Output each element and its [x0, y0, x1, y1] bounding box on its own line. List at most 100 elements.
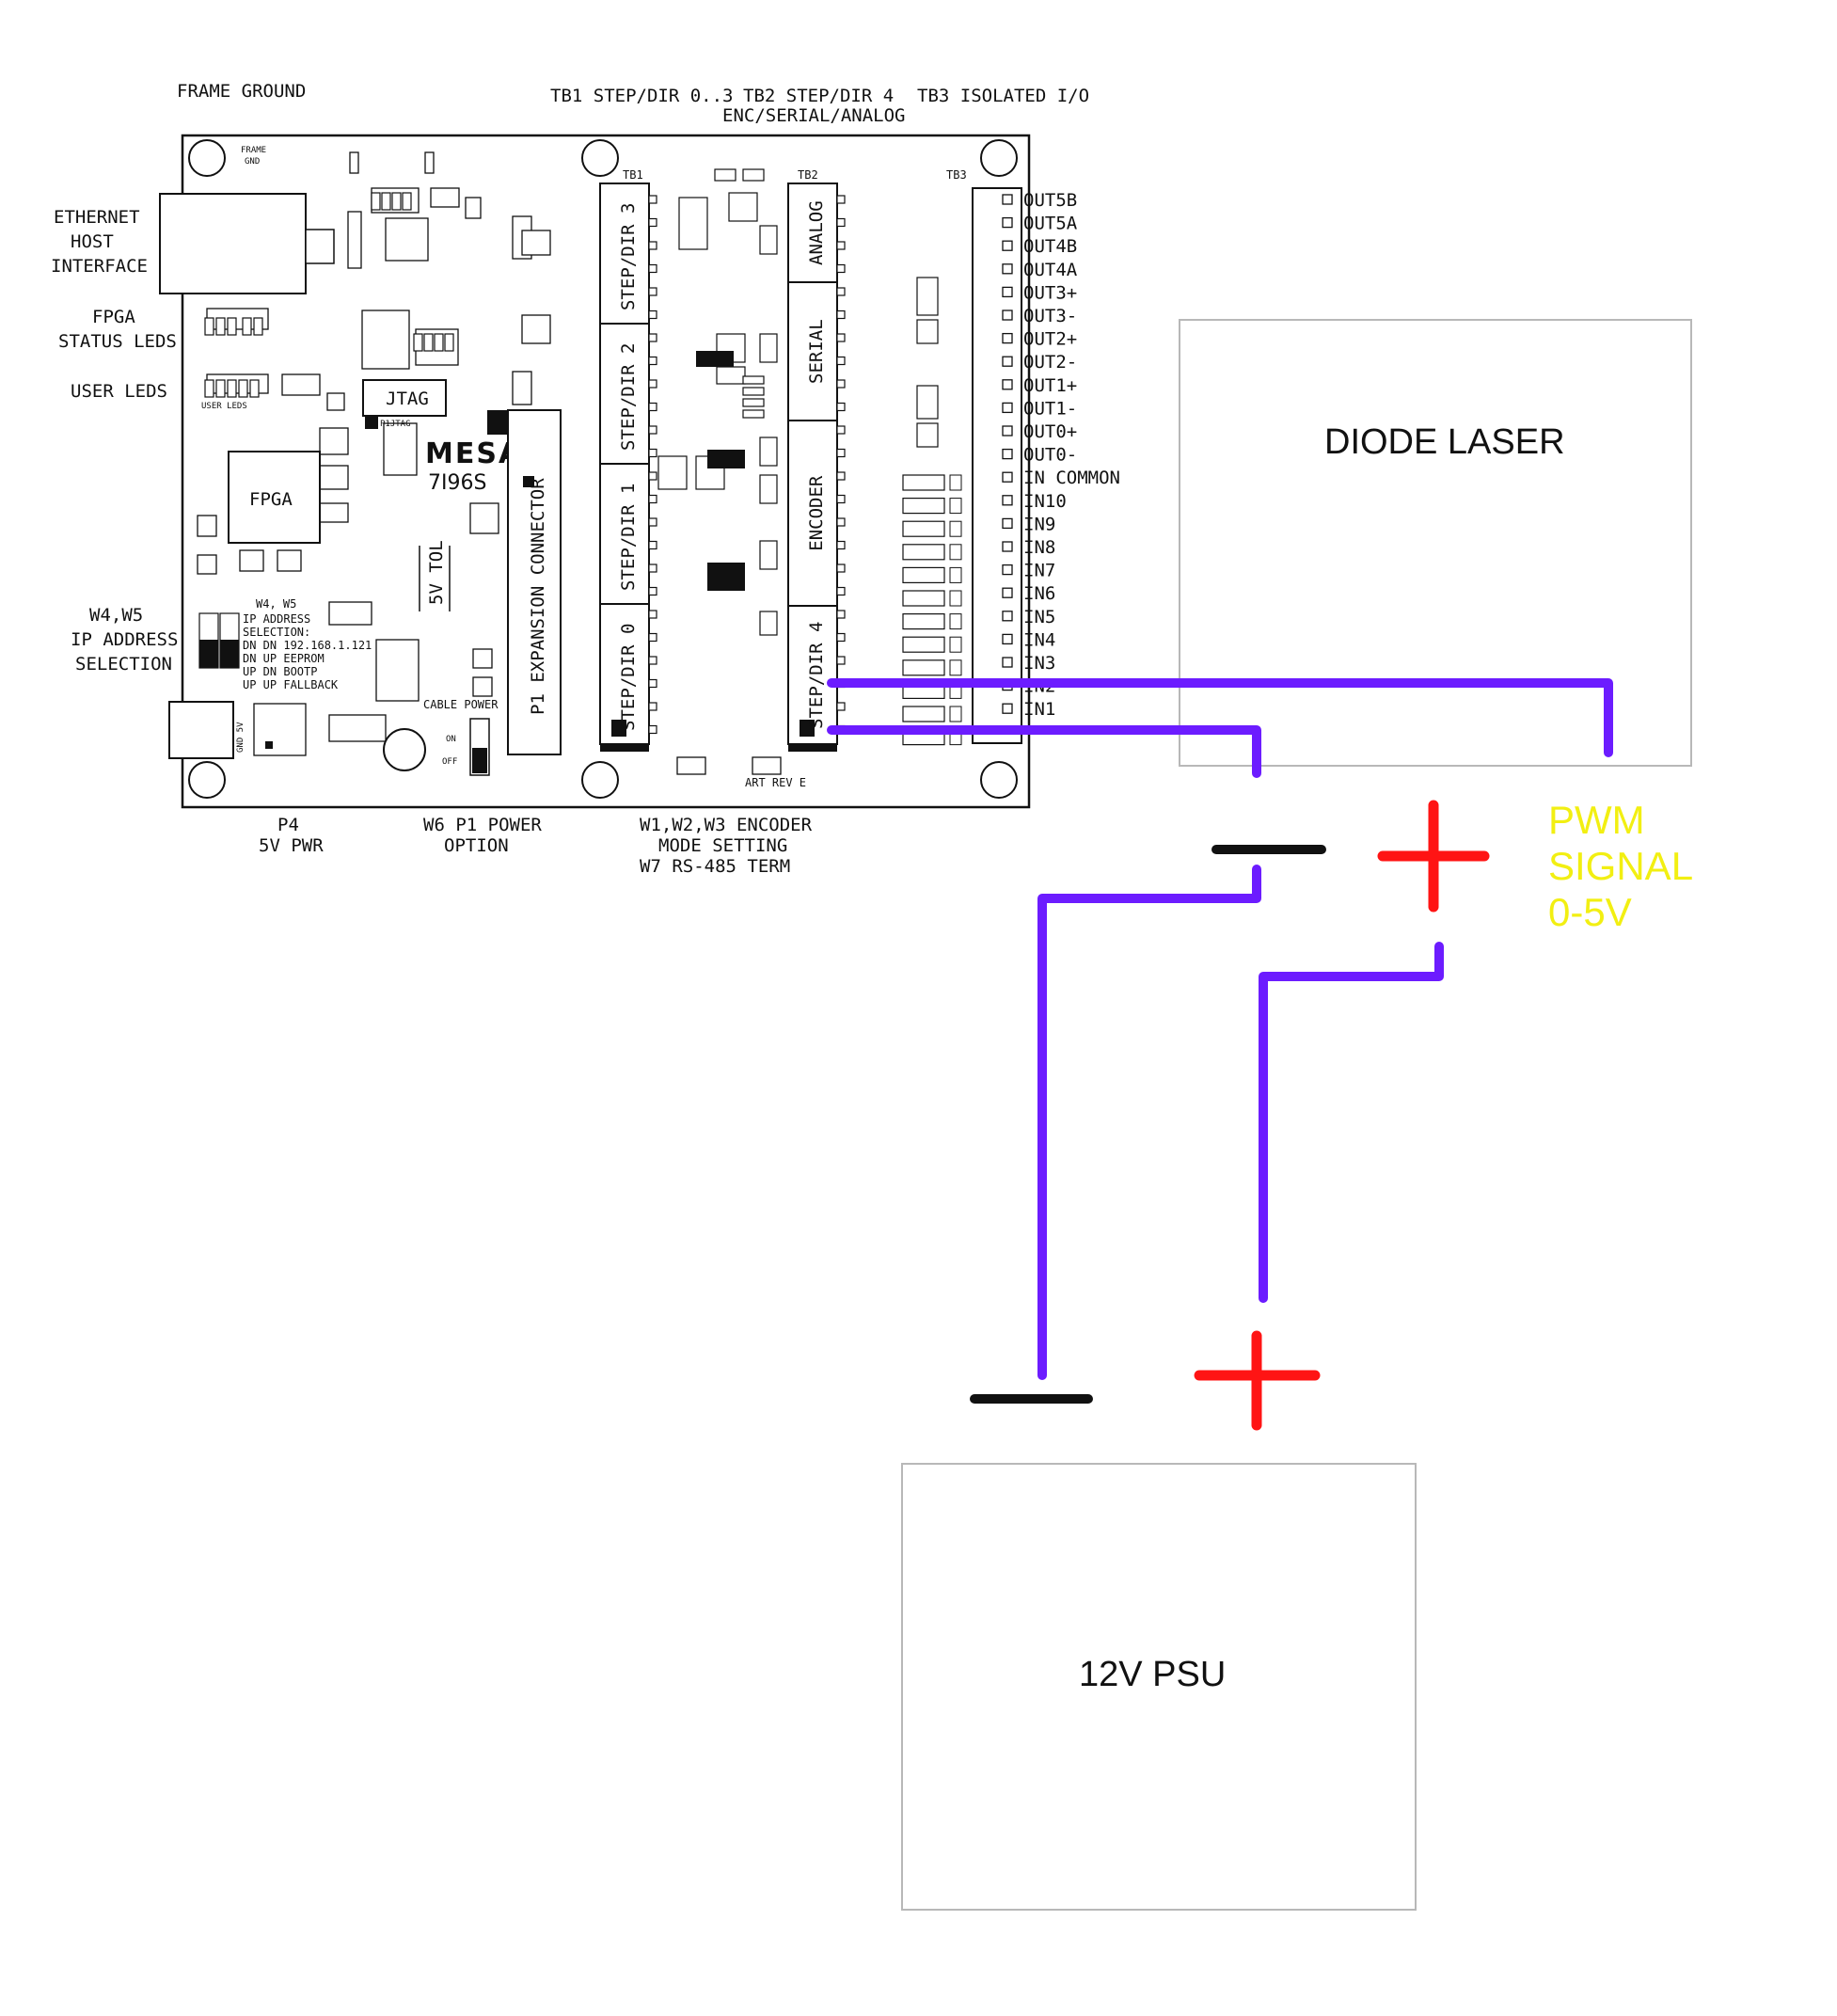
p3-connector: [168, 701, 234, 759]
w123-label-1: W1,W2,W3 ENCODER: [640, 815, 813, 835]
tb2-block-label: STEP/DIR 4: [806, 622, 827, 729]
jtag-header: [362, 379, 447, 417]
resistor: [902, 544, 945, 561]
tb3-pin: [1002, 240, 1013, 251]
tb1-header-label: TB1 STEP/DIR 0..3: [550, 86, 733, 106]
tb3-pin-label: OUT3-: [1023, 306, 1077, 326]
resistor: [902, 520, 945, 537]
tb3-pin-label: IN4: [1023, 629, 1055, 650]
tb3-pin-label: OUT3+: [1023, 282, 1077, 303]
terminal-pin: [836, 333, 846, 342]
optocoupler-cap: [949, 613, 962, 630]
tb3-pin: [1002, 517, 1013, 530]
ethernet-jack: [159, 193, 307, 294]
tb1-block-label: STEP/DIR 0: [618, 624, 639, 731]
tb3-pin: [1002, 402, 1013, 414]
tb2-inner-label: TB2: [798, 168, 818, 182]
terminal-pin: [648, 517, 657, 527]
terminal-pin: [836, 540, 846, 550]
p1-jtag-label: P1JTAG: [380, 420, 411, 429]
terminal-pin: [648, 678, 657, 689]
tb3-pin-label: OUT2+: [1023, 329, 1077, 350]
tb1-block-label: STEP/DIR 3: [618, 203, 639, 310]
tb3-pin: [1002, 310, 1013, 321]
mounting-hole-bl: [188, 761, 226, 799]
fpga-status-label-2: STATUS LEDS: [58, 331, 177, 352]
mesa-logo: MESA: [425, 437, 522, 470]
tb3-pin: [1002, 194, 1013, 205]
tb3-pin: [1002, 633, 1013, 645]
tb3-header-label: TB3 ISOLATED I/O: [917, 86, 1089, 106]
fpga-chip-label: FPGA: [249, 489, 293, 510]
terminal-pin: [648, 702, 657, 711]
terminal-pin: [836, 379, 846, 389]
terminal-pin: [836, 287, 846, 296]
terminal-pin: [648, 586, 657, 596]
tb3-pin: [1002, 263, 1013, 275]
tb3-pin-label: OUT0-: [1023, 445, 1077, 466]
off-label: OFF: [442, 757, 457, 767]
negative-supply-wire: [1037, 865, 1261, 1380]
terminal-pin: [648, 195, 657, 204]
tb3-pin: [1002, 564, 1013, 576]
optocoupler-cap: [949, 520, 962, 537]
tb3-pin-label: IN1: [1023, 699, 1055, 720]
tb1-block-label: STEP/DIR 2: [618, 343, 639, 451]
tb2-block-label: ANALOG: [806, 200, 827, 265]
fpga-status-label-1: FPGA: [92, 307, 135, 327]
tb3-pin: [1002, 611, 1013, 622]
terminal-pin: [648, 425, 657, 435]
w6-label-1: W6 P1 POWER: [423, 815, 542, 835]
pwm-ground-wire: [827, 725, 1261, 778]
tb3-pin-label: IN3: [1023, 653, 1055, 674]
diode-laser-box: [1179, 319, 1692, 767]
terminal-pin: [836, 656, 846, 665]
tb3-pin-label: OUT4A: [1023, 260, 1078, 280]
tb3-pin-label: OUT1-: [1023, 398, 1077, 419]
tb3-pin-label: OUT5B: [1023, 190, 1077, 211]
pwm-label-line-3: 0-5V: [1548, 890, 1632, 934]
frame-gnd-text-2: GND: [245, 157, 260, 167]
fpga-chip: [228, 451, 321, 544]
optocoupler-cap: [949, 498, 962, 515]
tb3-pin-label: IN7: [1023, 561, 1055, 581]
user-leds-inner-label: USER LEDS: [201, 402, 247, 411]
p4-label-1: P4: [277, 815, 299, 835]
terminal-pin: [836, 402, 846, 412]
terminal-pin: [836, 610, 846, 619]
optocoupler-cap: [949, 544, 962, 561]
ip-sel-line-5: UP DN BOOTP: [243, 665, 317, 678]
resistor: [902, 659, 945, 676]
terminal-pin: [836, 702, 846, 711]
on-label: ON: [446, 735, 456, 744]
terminal-pin: [648, 402, 657, 412]
cable-power-label: CABLE POWER: [423, 698, 499, 711]
tb3-pin-label: IN8: [1023, 537, 1055, 558]
optocoupler-cap: [949, 706, 962, 722]
terminal-pin: [836, 425, 846, 435]
terminal-pin: [648, 263, 657, 274]
w123-label-3: W7 RS-485 TERM: [640, 856, 790, 877]
diode-laser-label: DIODE LASER: [1324, 422, 1565, 462]
terminal-pin: [836, 241, 846, 250]
psu-label: 12V PSU: [1079, 1655, 1226, 1694]
p4-label-2: 5V PWR: [259, 835, 324, 856]
tb3-pin: [1002, 703, 1013, 714]
mounting-hole-tl: [188, 139, 226, 177]
tb3-pin: [1002, 286, 1013, 298]
ip-sel-line-3: DN DN 192.168.1.121: [243, 639, 372, 652]
pwm-label-line-2: SIGNAL: [1548, 844, 1693, 888]
tol-label: 5V TOL: [426, 540, 447, 605]
electrolytic-cap: [383, 728, 426, 771]
art-rev-label: ART REV E: [745, 776, 806, 789]
tb1-block-label: STEP/DIR 1: [618, 484, 639, 591]
tb3-pin: [1002, 379, 1013, 390]
ethernet-label-3: INTERFACE: [51, 256, 148, 277]
tb3-pin-label: OUT0+: [1023, 421, 1077, 442]
tb3-pin-label: IN6: [1023, 583, 1055, 604]
terminal-pin: [648, 656, 657, 665]
resistor: [902, 636, 945, 653]
terminal-pin: [836, 195, 846, 204]
frame-gnd-text-1: FRAME: [241, 146, 266, 155]
